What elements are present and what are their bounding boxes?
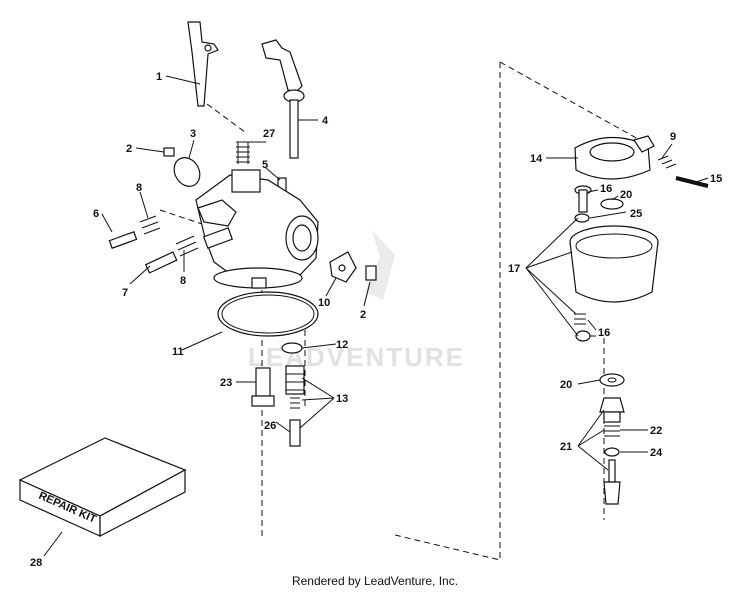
callout-20b: 20: [560, 379, 572, 391]
spring-9-part: [657, 155, 677, 169]
gasket-ring-part: [217, 291, 319, 337]
callout-leaders: [43, 75, 709, 557]
throttle-lever-part: [187, 21, 219, 107]
callout-2b: 2: [360, 309, 366, 321]
callout-12: 12: [336, 339, 348, 351]
callout-6: 6: [93, 208, 99, 220]
screw-right-part: [365, 265, 377, 281]
callout-28: 28: [30, 557, 42, 569]
carburetor-body: [195, 169, 319, 289]
idle-mixture-screw-part: [108, 215, 161, 249]
callout-17: 17: [508, 263, 520, 275]
choke-shaft-part: [261, 39, 305, 159]
callout-10: 10: [318, 297, 330, 309]
throttle-plate-part: [173, 157, 201, 187]
seat-assembly-13-part: [285, 365, 305, 447]
callout-15: 15: [710, 173, 722, 185]
washer-12-part: [281, 342, 303, 354]
clip-16-part: [575, 330, 591, 342]
callout-16b: 16: [598, 327, 610, 339]
callout-27: 27: [263, 128, 275, 140]
screw-part: [163, 147, 175, 157]
washer-20-upper-part: [600, 198, 624, 210]
washer-25-part: [574, 213, 590, 223]
washer-20-lower-part: [599, 373, 625, 387]
callout-23: 23: [220, 377, 232, 389]
callout-21: 21: [560, 441, 572, 453]
spring-27-part: [236, 141, 250, 164]
callout-7: 7: [122, 287, 128, 299]
callout-numbers: 1 2 3 4 5 6 7 8 8 27 10 2 11 12 13 23 26…: [30, 71, 722, 569]
pin-15-part: [675, 176, 709, 188]
float-cover-14-part: [574, 135, 655, 180]
callout-16: 16: [600, 183, 612, 195]
callout-8: 8: [136, 182, 142, 194]
watermark-text: LEADVENTURE: [248, 342, 465, 372]
callout-26: 26: [264, 420, 276, 432]
footer-credit: Rendered by LeadVenture, Inc.: [291, 574, 459, 588]
callout-25: 25: [630, 208, 642, 220]
callout-8b: 8: [180, 275, 186, 287]
callout-11: 11: [172, 346, 184, 358]
needle-assembly-21-part: [599, 397, 625, 505]
repair-kit-box: REPAIR KIT: [18, 437, 187, 537]
callout-4: 4: [322, 115, 329, 127]
callout-2: 2: [126, 143, 132, 155]
spring-16-lower-part: [574, 313, 586, 325]
main-mixture-screw-part: [144, 235, 199, 274]
leadventure-watermark: LEADVENTURE: [248, 230, 465, 372]
float-bowl-17-part: [569, 225, 659, 303]
callout-24: 24: [650, 447, 663, 459]
callout-20: 20: [620, 189, 632, 201]
callout-5: 5: [262, 159, 268, 171]
callout-3: 3: [190, 128, 196, 140]
callout-22: 22: [650, 425, 662, 437]
callout-14: 14: [530, 153, 543, 165]
nozzle-23-part: [251, 367, 275, 407]
callout-9: 9: [670, 131, 676, 143]
callout-13: 13: [336, 393, 348, 405]
bowl-bolt-16-part: [574, 185, 592, 213]
callout-1: 1: [156, 71, 162, 83]
